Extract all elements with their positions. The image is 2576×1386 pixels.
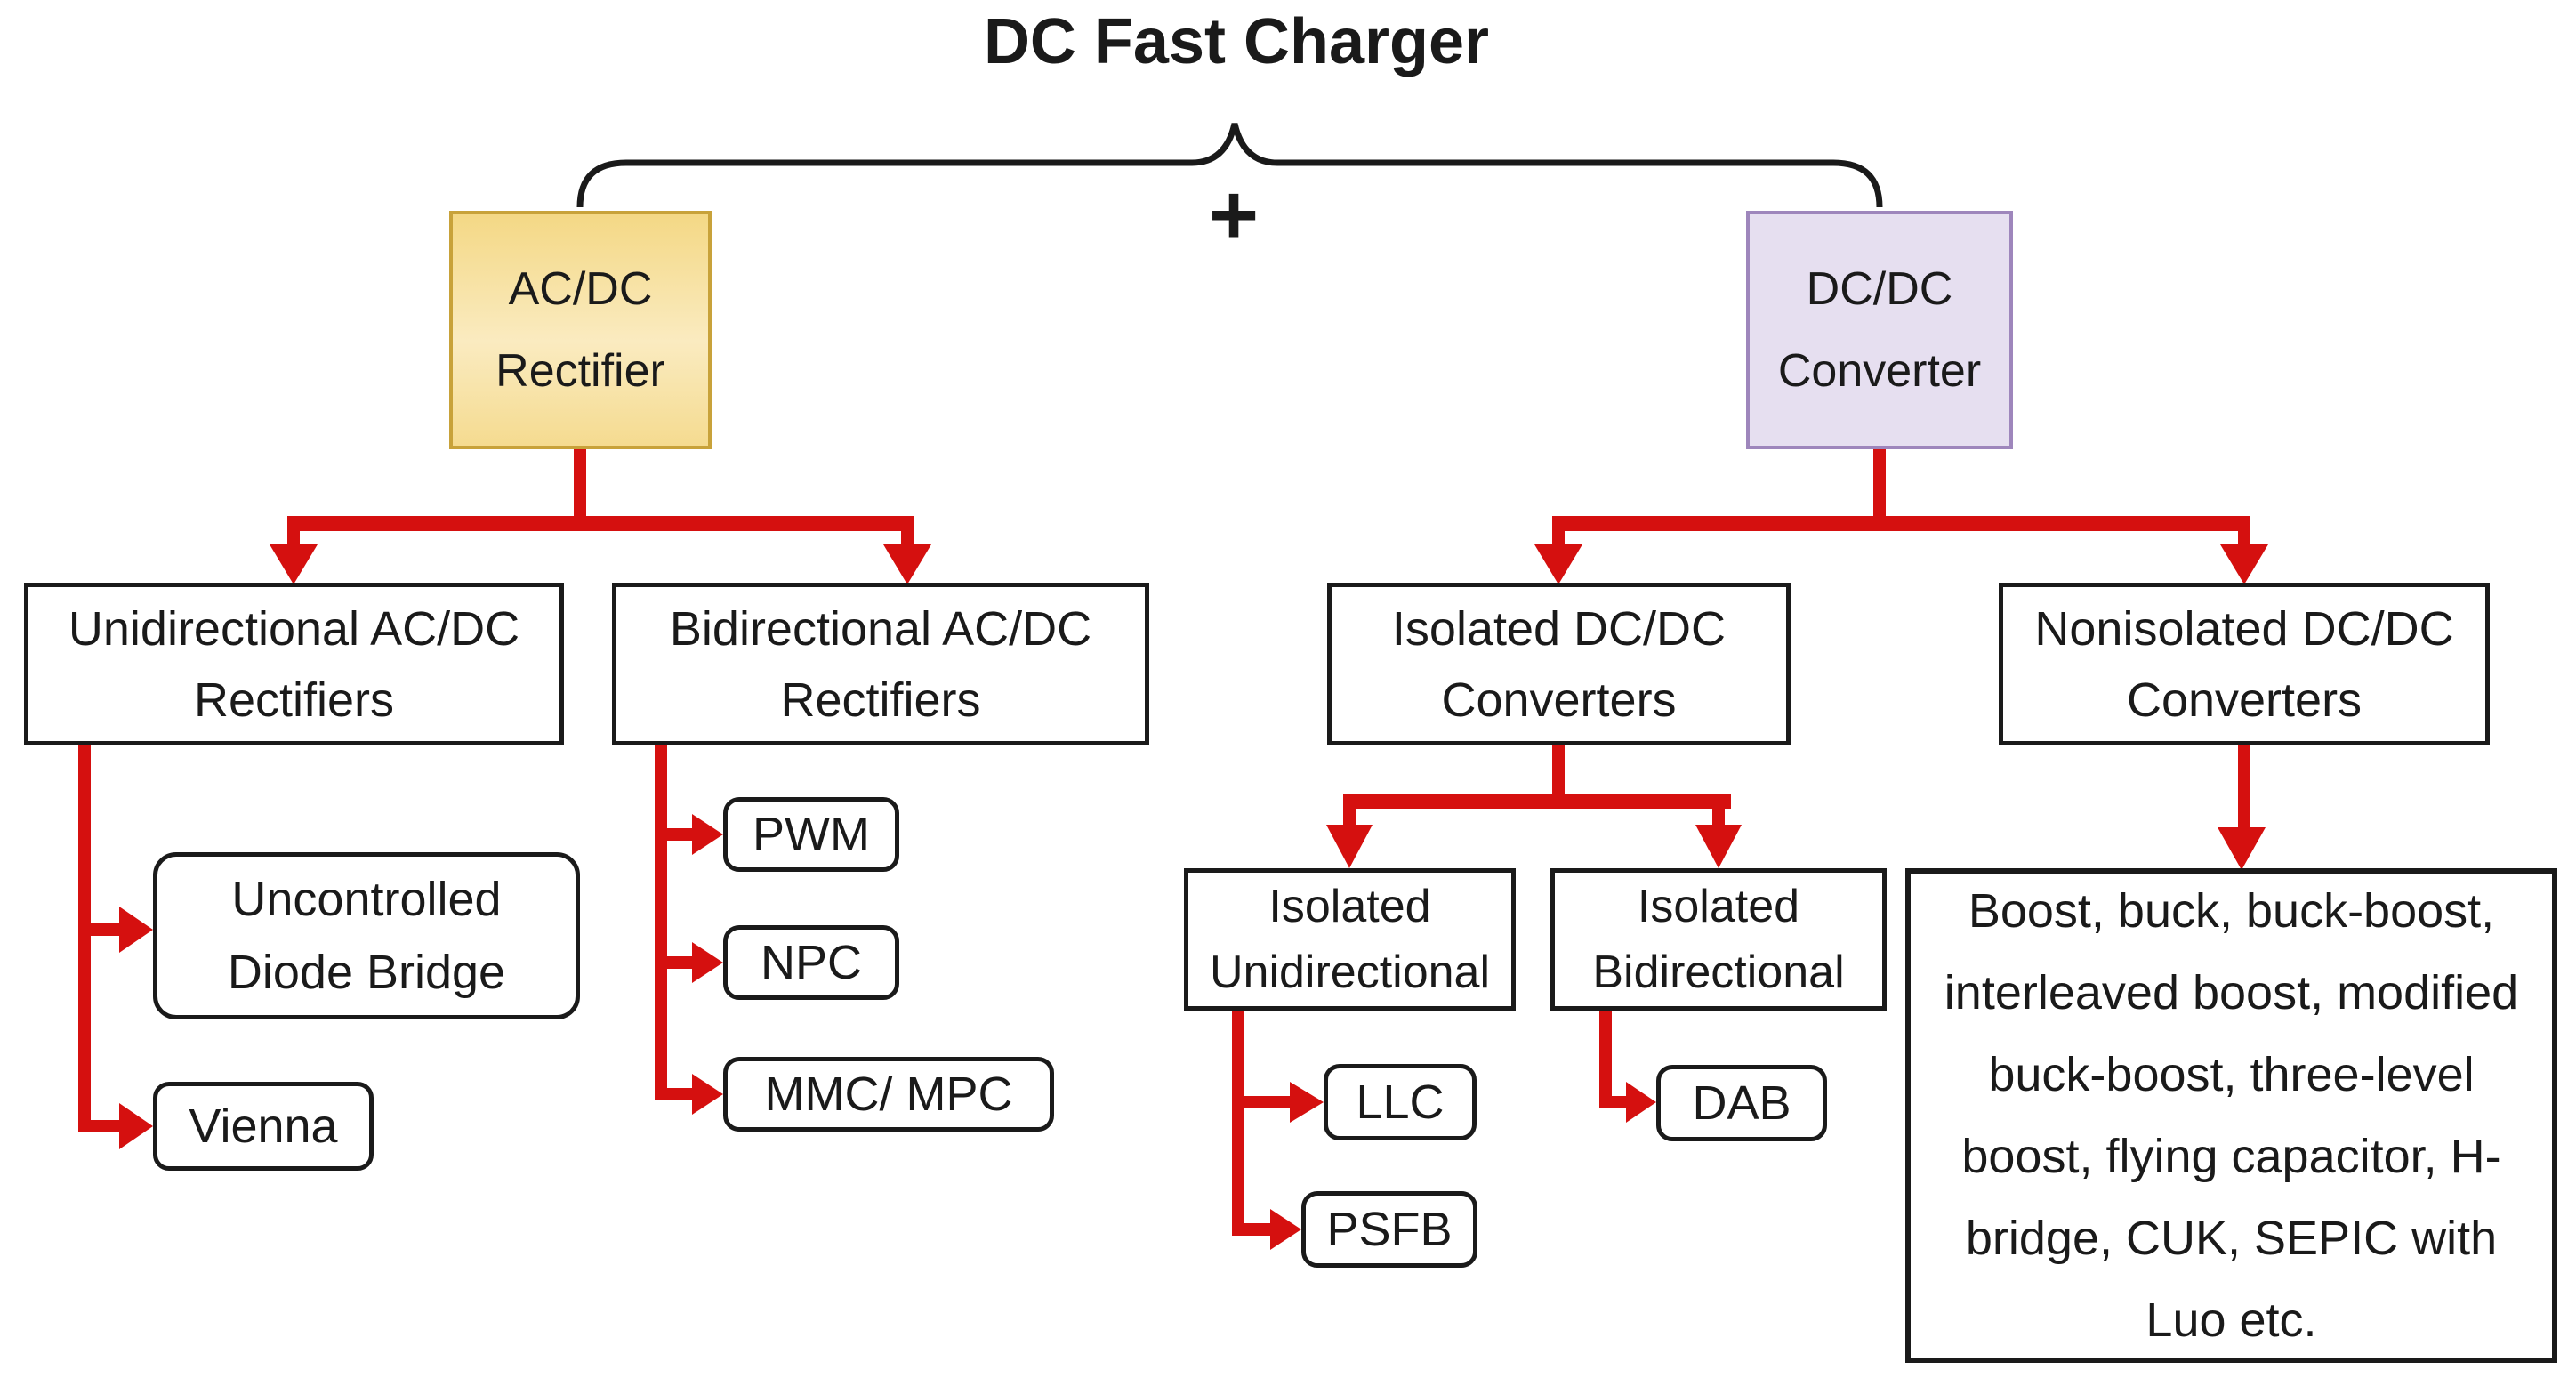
- node-uncontrolled-diode-bridge: Uncontrolled Diode Bridge: [153, 852, 580, 1019]
- node-isolated-unidirectional-line2: Unidirectional: [1209, 947, 1491, 998]
- nonisolated-list-line-1: Boost, buck, buck-boost,: [1968, 884, 2495, 938]
- node-acdc-rectifier: AC/DC Rectifier: [449, 211, 712, 449]
- connector-isolated-children: [1326, 745, 1742, 868]
- page-title: DC Fast Charger: [983, 6, 1490, 77]
- nonisolated-list-line-6: Luo etc.: [2145, 1293, 2317, 1347]
- node-isolated-unidirectional-line1: Isolated: [1268, 881, 1431, 932]
- curly-brace-icon: [576, 123, 1883, 208]
- node-mmc-mpc: MMC/ MPC: [723, 1057, 1054, 1132]
- node-psfb-label: PSFB: [1326, 1203, 1453, 1256]
- node-pwm-label: PWM: [753, 808, 870, 861]
- plus-operator: +: [1208, 167, 1260, 262]
- connector-nonisolated-child: [2218, 745, 2266, 870]
- node-vienna: Vienna: [153, 1082, 374, 1171]
- connector-acdc-branch: [270, 449, 931, 584]
- node-llc: LLC: [1324, 1064, 1477, 1140]
- node-mmc-mpc-label: MMC/ MPC: [764, 1068, 1013, 1121]
- node-isolated-dcdc-converters: Isolated DC/DC Converters: [1327, 583, 1791, 745]
- node-dab: DAB: [1656, 1065, 1827, 1141]
- node-nonisolated-topology-list: Boost, buck, buck-boost, interleaved boo…: [1905, 868, 2557, 1363]
- node-isolated-line2: Converters: [1441, 673, 1677, 727]
- nonisolated-list-line-3: buck-boost, three-level: [1988, 1048, 2475, 1101]
- node-isolated-bidirectional: Isolated Bidirectional: [1550, 868, 1887, 1011]
- node-uncontrolled-line2: Diode Bridge: [227, 946, 506, 999]
- node-psfb: PSFB: [1301, 1191, 1477, 1268]
- node-acdc-rectifier-line1: AC/DC: [508, 263, 653, 315]
- node-npc: NPC: [723, 925, 899, 1000]
- node-unidirectional-acdc-rectifiers: Unidirectional AC/DC Rectifiers: [24, 583, 564, 745]
- node-bidirectional-acdc-rectifiers: Bidirectional AC/DC Rectifiers: [612, 583, 1149, 745]
- node-isolated-bidirectional-line2: Bidirectional: [1592, 947, 1845, 998]
- node-nonisolated-line2: Converters: [2126, 673, 2363, 727]
- connector-unidirectional-children: [78, 745, 153, 1149]
- node-unidirectional-line2: Rectifiers: [193, 673, 395, 727]
- node-isolated-unidirectional: Isolated Unidirectional: [1184, 868, 1516, 1011]
- node-uncontrolled-line1: Uncontrolled: [231, 873, 502, 926]
- node-dcdc-converter-line2: Converter: [1777, 345, 1982, 397]
- connector-bidirectional-children: [655, 745, 723, 1115]
- node-npc-label: NPC: [760, 936, 862, 989]
- node-bidirectional-line2: Rectifiers: [780, 673, 981, 727]
- connector-isolated-unidirectional-children: [1232, 1011, 1324, 1250]
- nonisolated-list-line-4: boost, flying capacitor, H-: [1961, 1130, 2501, 1183]
- node-nonisolated-dcdc-converters: Nonisolated DC/DC Converters: [1999, 583, 2490, 745]
- node-dcdc-converter: DC/DC Converter: [1746, 211, 2013, 449]
- nonisolated-list-line-5: bridge, CUK, SEPIC with: [1965, 1212, 2498, 1265]
- connector-isolated-bidirectional-children: [1599, 1011, 1656, 1123]
- connector-dcdc-branch: [1534, 449, 2268, 584]
- node-dab-label: DAB: [1692, 1076, 1791, 1130]
- node-unidirectional-line1: Unidirectional AC/DC: [68, 601, 520, 656]
- node-llc-label: LLC: [1356, 1076, 1445, 1129]
- node-pwm: PWM: [723, 797, 899, 872]
- node-isolated-bidirectional-line1: Isolated: [1637, 881, 1800, 932]
- node-nonisolated-line1: Nonisolated DC/DC: [2034, 601, 2454, 656]
- node-isolated-line1: Isolated DC/DC: [1391, 601, 1727, 656]
- node-acdc-rectifier-line2: Rectifier: [495, 345, 665, 397]
- nonisolated-list-line-2: interleaved boost, modified: [1944, 966, 2519, 1019]
- node-bidirectional-line1: Bidirectional AC/DC: [669, 601, 1092, 656]
- node-vienna-label: Vienna: [189, 1100, 338, 1153]
- node-dcdc-converter-line1: DC/DC: [1806, 263, 1953, 315]
